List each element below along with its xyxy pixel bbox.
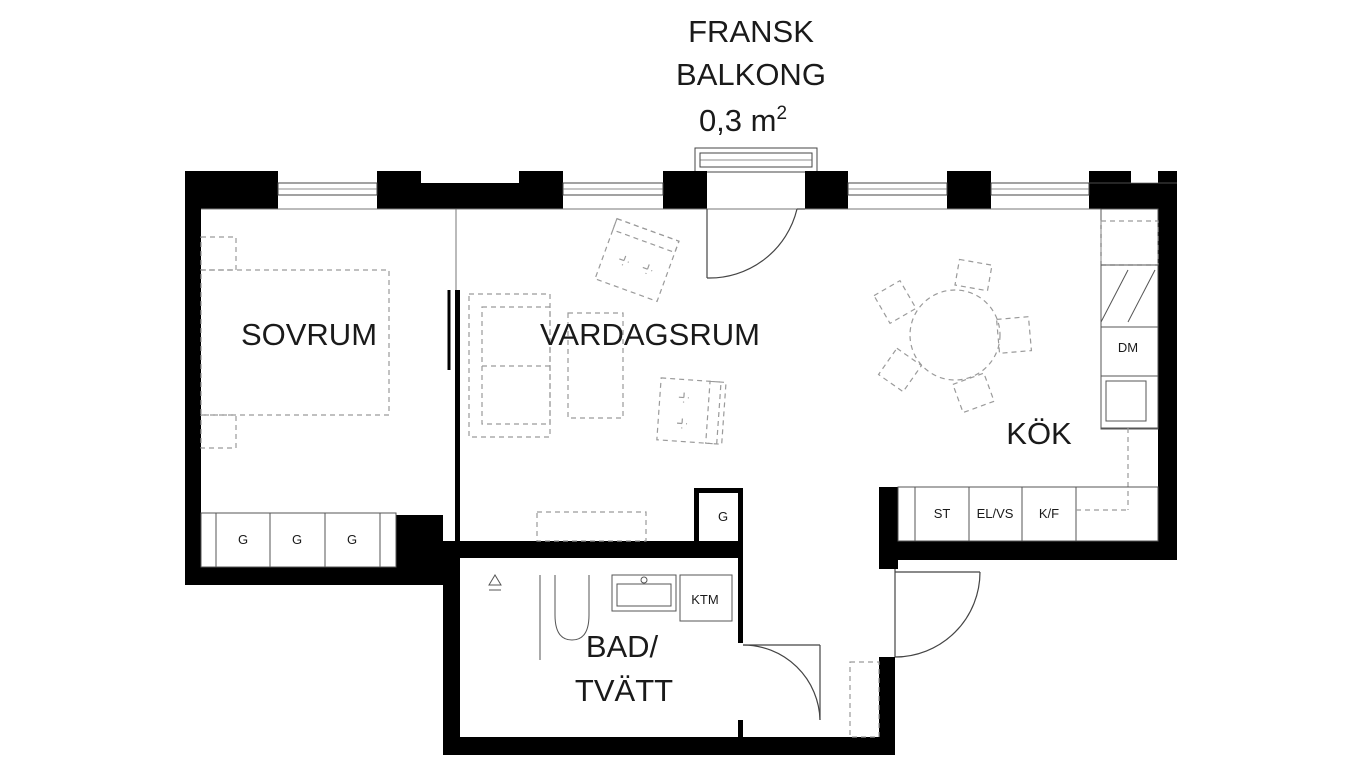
room-label-kitchen: KÖK <box>1006 416 1072 451</box>
stove-label: ST <box>934 506 951 521</box>
balcony-area: 0,3 m2 <box>699 103 787 138</box>
balcony-label: FRANSK BALKONG 0,3 m2 <box>676 14 826 138</box>
balcony-door <box>706 208 805 279</box>
entrance-wardrobe <box>849 661 880 738</box>
entrance-door <box>894 569 981 658</box>
french-balcony-railing <box>694 147 818 173</box>
fridge-freezer-label: K/F <box>1039 506 1059 521</box>
bathroom-door <box>742 644 821 721</box>
balcony-label-line2: BALKONG <box>676 57 826 92</box>
bedroom-furniture: G G G <box>200 236 397 568</box>
washing-machine-label: KTM <box>691 592 718 607</box>
room-label-living-room: VARDAGSRUM <box>540 317 760 352</box>
wardrobe-label-1: G <box>238 532 248 547</box>
wardrobe-label-2: G <box>292 532 302 547</box>
bathroom-fixtures: KTM <box>488 574 733 660</box>
dining-set <box>873 258 1033 414</box>
windows <box>277 182 1177 196</box>
inner-wall-lines <box>201 208 1158 370</box>
room-label-bathroom-line1: BAD/ <box>586 629 659 664</box>
room-label-bedroom: SOVRUM <box>241 317 377 352</box>
kitchen-fixtures: DM ST EL/VS K/F <box>897 208 1159 542</box>
dishwasher-label: DM <box>1118 340 1138 355</box>
wardrobe-label-3: G <box>347 532 357 547</box>
living-room-furniture <box>468 217 727 542</box>
hall-closet: G <box>718 509 728 524</box>
exterior-walls <box>185 171 1177 755</box>
hall-closet-label: G <box>718 509 728 524</box>
balcony-area-value: 0,3 m <box>699 103 777 138</box>
balcony-label-line1: FRANSK <box>688 14 814 49</box>
room-label-bathroom-line2: TVÄTT <box>575 673 673 708</box>
balcony-area-superscript: 2 <box>776 103 787 124</box>
electrical-plumbing-label: EL/VS <box>977 506 1014 521</box>
